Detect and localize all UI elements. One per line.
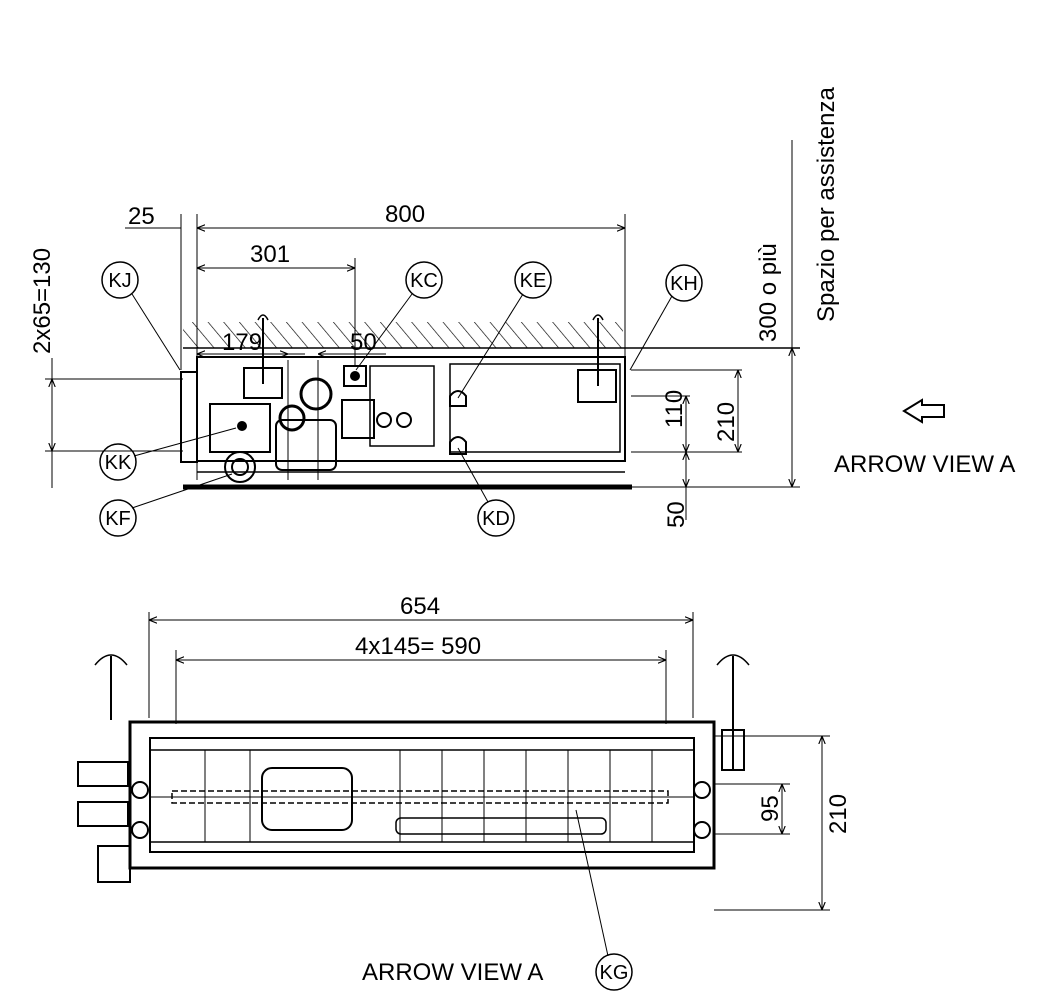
dim-210-right-text: 210 — [713, 402, 740, 442]
control-box — [369, 365, 435, 447]
tag-kh: KH — [629, 264, 703, 371]
tag-kk: KK — [99, 427, 237, 481]
hanger-hole-left-lower — [131, 821, 149, 839]
dim-654-text: 654 — [400, 593, 440, 620]
svg-text:KE: KE — [520, 270, 547, 292]
dim-590-text: 4x145= 590 — [355, 633, 481, 660]
unit-left-bracket — [180, 371, 198, 463]
unit-frame-outer — [128, 720, 716, 870]
dim-179-text: 179 — [222, 329, 262, 356]
drain-fitting-inner — [231, 458, 249, 476]
tag-kc: KC — [355, 261, 443, 371]
fan-motor-body — [261, 767, 353, 831]
dim-25-text: 25 — [128, 203, 155, 230]
bottom-view: 654 4x145= 590 — [77, 593, 852, 991]
dim-95-text: 95 — [757, 795, 784, 822]
box-hole — [237, 421, 247, 431]
top-view: 25 800 301 — [29, 87, 1015, 537]
tag-kg: KG — [575, 809, 633, 991]
pipe-right-break — [592, 314, 604, 321]
drain-fitting-outer — [224, 451, 256, 483]
pcb-panel — [449, 363, 621, 453]
arrow-view-label: ARROW VIEW A — [834, 451, 1015, 478]
svg-text:KF: KF — [105, 508, 131, 530]
grille-slats — [204, 750, 653, 842]
dim-210-bv-text: 210 — [825, 794, 852, 834]
fan-motor-2 — [299, 377, 333, 411]
svg-text:KK: KK — [105, 452, 132, 474]
dim-110-text: 110 — [661, 390, 688, 428]
pipe-riser-left-break — [94, 654, 128, 666]
svg-text:KJ: KJ — [108, 270, 131, 292]
fan-motor-1 — [278, 404, 306, 432]
drain-pipe — [395, 817, 607, 835]
hanger-hole-left-upper — [131, 781, 149, 799]
svg-text:KH: KH — [670, 273, 698, 295]
fastener-kd — [449, 436, 467, 455]
service-space-label: Spazio per assistenza — [813, 87, 840, 322]
bottom-view-caption: ARROW VIEW A — [362, 959, 543, 986]
dim-50-bottom-text: 50 — [350, 329, 377, 356]
service-space-value: 300 o più — [755, 243, 782, 342]
hanger-hole-right-lower — [693, 821, 711, 839]
pipe-left-break — [257, 314, 269, 321]
pipe-fitting-upper — [77, 761, 129, 787]
control-knob-1 — [376, 412, 392, 428]
motor-housing — [275, 419, 337, 471]
control-relay — [341, 399, 375, 439]
dim-50-right-text: 50 — [663, 501, 690, 528]
svg-text:KC: KC — [410, 270, 438, 292]
drain-socket — [97, 845, 131, 883]
dim-301-text: 301 — [250, 241, 290, 268]
tag-kj: KJ — [101, 261, 181, 371]
ceiling-hatch — [183, 322, 623, 348]
svg-text:KD: KD — [482, 508, 510, 530]
tag-kf: KF — [99, 473, 233, 537]
terminal-dot — [350, 371, 360, 381]
pipe-fitting-lower — [77, 801, 129, 827]
view-arrow-icon — [902, 398, 945, 424]
hanger-hole-right-upper — [693, 781, 711, 799]
tag-ke: KE — [457, 261, 552, 399]
right-fitting — [721, 729, 745, 771]
svg-text:KG: KG — [600, 962, 629, 984]
control-knob-2 — [396, 412, 412, 428]
pipe-riser-right-break — [716, 654, 750, 666]
dim-800-text: 800 — [385, 201, 425, 228]
dim-130-text: 2x65=130 — [29, 248, 56, 354]
unit-frame-inner — [149, 737, 695, 853]
fastener-ke — [449, 390, 467, 407]
tag-kd: KD — [457, 447, 515, 537]
